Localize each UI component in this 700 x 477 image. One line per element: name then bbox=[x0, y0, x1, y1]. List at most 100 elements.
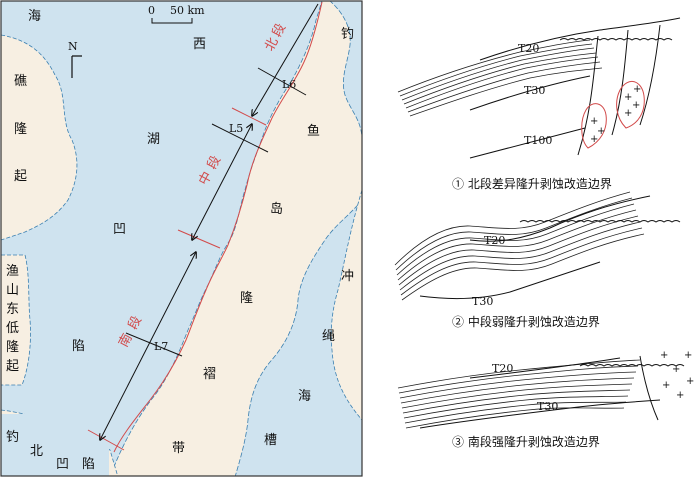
profile-south-strata bbox=[397, 359, 641, 429]
north-arrow: N bbox=[68, 40, 82, 78]
profile-north-t100-label: T100 bbox=[524, 134, 552, 147]
profile-north-caption: ① 北段差异隆升剥蚀改造边界 bbox=[452, 176, 612, 191]
svg-text:渔: 渔 bbox=[6, 264, 19, 279]
svg-text:N: N bbox=[68, 40, 78, 53]
profile-north-granite: +++ ++++ bbox=[590, 84, 641, 145]
label-yuyu: 渔 山 东 低 隆 起 bbox=[6, 264, 19, 374]
svg-text:鱼: 鱼 bbox=[307, 123, 320, 139]
svg-text:岛: 岛 bbox=[270, 201, 283, 217]
svg-text:凹: 凹 bbox=[113, 222, 126, 237]
svg-text:绳: 绳 bbox=[322, 329, 335, 344]
label-sea-top-left: 海 bbox=[28, 9, 41, 24]
svg-text:北: 北 bbox=[30, 444, 43, 459]
profile-north-intrusion-2 bbox=[616, 81, 645, 129]
profile-south-t20 bbox=[469, 357, 621, 379]
svg-text:隆: 隆 bbox=[6, 340, 19, 355]
profile-north-strata bbox=[397, 39, 603, 117]
svg-text:L7: L7 bbox=[154, 340, 168, 353]
profile-middle-t20-label: T20 bbox=[484, 234, 505, 247]
profile-north-fault-2 bbox=[611, 29, 629, 136]
profile-middle-t30-label: T30 bbox=[472, 295, 493, 308]
profile-north-fault-1 bbox=[577, 35, 599, 156]
profile-north-t30-label: T30 bbox=[524, 84, 545, 97]
svg-text:凹: 凹 bbox=[56, 457, 69, 472]
profile-middle-caption: ② 中段弱隆升剥蚀改造边界 bbox=[452, 314, 600, 329]
profile-south-erosion bbox=[579, 364, 685, 367]
svg-text:+: + bbox=[672, 364, 680, 375]
svg-text:+: + bbox=[597, 126, 605, 137]
svg-text:+: + bbox=[624, 108, 632, 119]
svg-text:段: 段 bbox=[270, 21, 289, 40]
svg-text:+: + bbox=[624, 92, 632, 103]
svg-text:+: + bbox=[676, 390, 684, 401]
seismic-line-l7: L7 bbox=[125, 332, 183, 357]
svg-text:+: + bbox=[632, 100, 640, 111]
svg-text:海: 海 bbox=[298, 389, 311, 404]
segment-north-label: 北 段 bbox=[262, 21, 289, 54]
svg-text:L6: L6 bbox=[282, 78, 296, 91]
profile-north: +++ ++++ T20 T30 T100 ① 北段差异隆升剥蚀改造边界 bbox=[397, 17, 681, 191]
profile-middle-t30 bbox=[419, 261, 601, 300]
scale-start: 0 bbox=[148, 4, 155, 17]
diaobei-sea bbox=[1, 414, 109, 476]
left-land bbox=[1, 34, 78, 241]
svg-text:冲: 冲 bbox=[341, 269, 354, 284]
profile-south-t30 bbox=[419, 399, 661, 429]
map-frame bbox=[0, 0, 363, 477]
segment-divider-top bbox=[231, 107, 267, 126]
svg-text:+: + bbox=[660, 350, 668, 361]
yuyu-land bbox=[1, 254, 31, 386]
svg-text:礁: 礁 bbox=[14, 73, 27, 89]
svg-text:起: 起 bbox=[14, 169, 27, 184]
svg-text:湖: 湖 bbox=[147, 132, 160, 147]
profile-north-fault-3 bbox=[639, 24, 661, 126]
label-left-land: 礁 隆 起 bbox=[14, 73, 27, 184]
svg-text:东: 东 bbox=[6, 302, 19, 317]
profile-south-fault bbox=[639, 355, 659, 421]
label-diaoyu-belt: 鱼 岛 隆 褶 带 bbox=[172, 123, 320, 456]
profile-middle-strata bbox=[394, 191, 645, 301]
label-xihu: 西 湖 凹 陷 bbox=[72, 37, 206, 354]
profile-south-t30-label: T30 bbox=[537, 400, 558, 413]
map-panel: 0 50 km N 礁 隆 起 渔 山 东 低 隆 起 鱼 岛 隆 褶 带 bbox=[0, 0, 363, 477]
svg-text:槽: 槽 bbox=[264, 433, 277, 448]
svg-text:陷: 陷 bbox=[72, 339, 85, 354]
svg-text:低: 低 bbox=[6, 321, 19, 336]
profile-north-t20 bbox=[479, 17, 681, 61]
svg-text:L5: L5 bbox=[229, 122, 243, 135]
label-top-right: 钓 bbox=[341, 27, 354, 42]
profile-north-erosion bbox=[559, 38, 673, 41]
profile-south-caption: ③ 南段强隆升剥蚀改造边界 bbox=[452, 434, 600, 449]
svg-text:隆: 隆 bbox=[240, 291, 253, 306]
svg-text:隆: 隆 bbox=[14, 122, 27, 137]
svg-text:北: 北 bbox=[262, 35, 281, 54]
north-segment-arrow bbox=[252, 3, 319, 116]
svg-text:+: + bbox=[684, 350, 692, 361]
svg-text:钓: 钓 bbox=[6, 430, 19, 445]
profile-middle: T20 T30 ② 中段弱隆升剥蚀改造边界 bbox=[394, 191, 681, 329]
label-chongsheng: 冲 绳 海 槽 bbox=[264, 269, 354, 448]
seismic-line-l6: L6 bbox=[257, 67, 307, 96]
middle-segment-arrow bbox=[192, 124, 252, 240]
south-segment-arrow bbox=[100, 252, 196, 440]
profile-middle-t20 bbox=[469, 195, 651, 242]
svg-text:陷: 陷 bbox=[82, 457, 95, 472]
svg-text:+: + bbox=[686, 376, 694, 387]
profile-middle-erosion bbox=[519, 220, 681, 223]
right-land bbox=[330, 189, 362, 421]
seismic-line-l5: L5 bbox=[211, 122, 269, 153]
profile-north-t20-label: T20 bbox=[518, 42, 539, 55]
svg-text:褶: 褶 bbox=[203, 367, 216, 382]
svg-text:+: + bbox=[633, 84, 641, 95]
profile-north-t100 bbox=[469, 127, 586, 159]
svg-text:带: 带 bbox=[172, 441, 185, 456]
svg-text:西: 西 bbox=[193, 37, 206, 52]
profile-south-t20-label: T20 bbox=[492, 362, 513, 375]
svg-text:起: 起 bbox=[6, 359, 19, 374]
scale-end: 50 km bbox=[170, 4, 205, 17]
profile-south: ++ + ++ + T20 T30 ③ 南段强隆升剥蚀改造边界 bbox=[397, 350, 694, 449]
svg-text:山: 山 bbox=[6, 283, 19, 298]
profile-south-granite: ++ + ++ + bbox=[660, 350, 694, 401]
profile-north-intrusion-1 bbox=[581, 103, 607, 149]
